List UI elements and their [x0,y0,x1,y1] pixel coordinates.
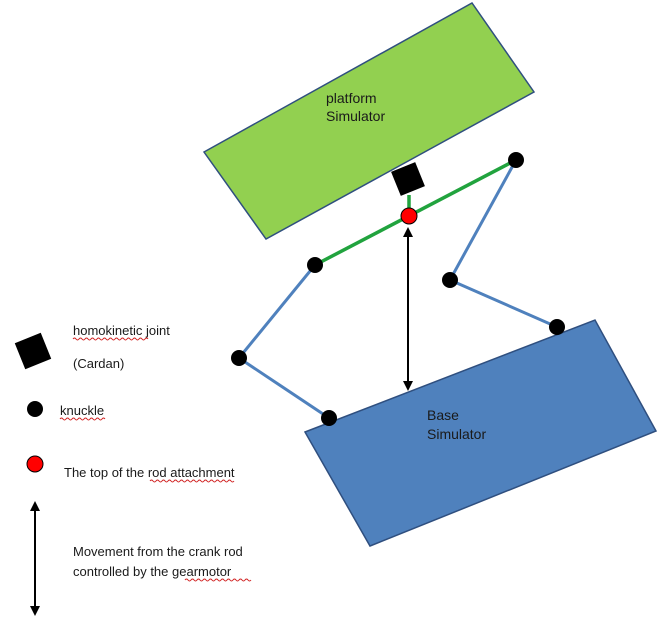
platform-label-line2: Simulator [326,108,385,124]
base-label-line2: Simulator [427,426,486,442]
homokinetic-joint [391,162,425,196]
knuckle-left-base [321,410,337,426]
knuckle-right-base [549,319,565,335]
link-left-lower [238,356,330,420]
spellcheck-squiggle [72,337,149,341]
knuckle-left-mid [231,350,247,366]
spellcheck-squiggle [184,578,252,582]
legend-joint-sub: (Cardan) [73,356,124,371]
legend-knuckle-icon [27,401,43,417]
knuckle-right-top [508,152,524,168]
base-simulator [303,319,658,547]
link-right-lower [449,278,558,329]
knuckle-right-mid [442,272,458,288]
legend-joint-label: homokinetic joint [73,323,170,338]
legend-movement-line1: Movement from the crank rod [73,544,243,559]
legend-rod-top-label: The top of the rod attachment [64,465,235,480]
link-right-upper [448,159,518,281]
spellcheck-squiggle [149,479,235,483]
rod-attachment-top [400,207,418,225]
link-left-upper [237,264,317,359]
spellcheck-squiggle [59,417,106,421]
base-label-line1: Base [427,407,459,423]
knuckle-left-top [307,257,323,273]
legend-joint-icon [14,332,52,370]
platform-simulator [202,2,536,240]
platform-label-line1: platform [326,90,377,106]
legend-rod-top-icon [26,455,44,473]
legend-knuckle-label: knuckle [60,403,104,418]
legend-movement-line2: controlled by the gearmotor [73,564,232,579]
